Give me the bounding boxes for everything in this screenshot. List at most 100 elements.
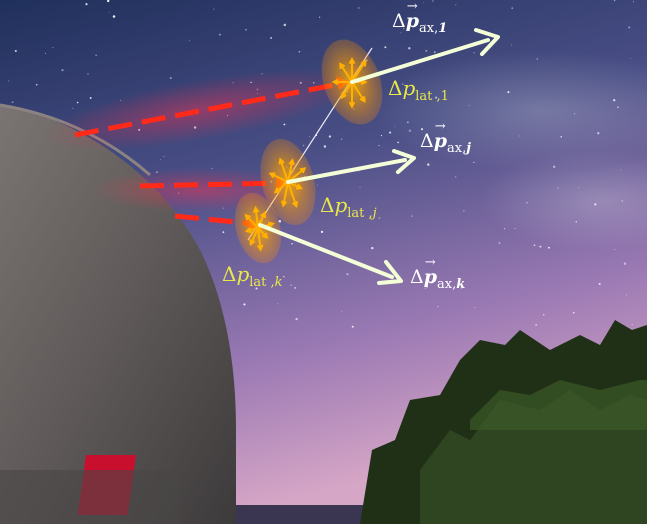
star: [427, 163, 430, 166]
star: [316, 184, 318, 186]
lateral-arrow: [351, 81, 366, 102]
lateral-arrow: [287, 181, 298, 207]
star: [631, 323, 633, 326]
lateral-arrow: [282, 181, 289, 206]
lateral-arrow-head: [256, 244, 264, 252]
star: [328, 135, 332, 138]
star: [380, 134, 383, 137]
star: [535, 323, 538, 326]
star: [507, 91, 510, 94]
star: [389, 131, 392, 134]
star: [384, 46, 387, 49]
star: [573, 312, 575, 314]
star: [371, 246, 374, 250]
star: [52, 46, 54, 49]
star: [594, 203, 597, 206]
star: [222, 231, 225, 234]
star: [614, 249, 616, 250]
star: [613, 99, 616, 102]
lateral-arrow-head: [268, 172, 276, 179]
star: [308, 136, 310, 138]
star: [112, 15, 116, 18]
lateral-arrow-head: [348, 57, 356, 65]
star: [11, 101, 14, 104]
star: [407, 121, 409, 123]
star: [394, 126, 396, 128]
star: [291, 243, 293, 245]
star: [437, 306, 439, 308]
star: [433, 51, 436, 53]
star: [498, 241, 501, 245]
star: [351, 325, 354, 328]
star: [620, 169, 622, 171]
star: [455, 176, 457, 178]
star: [625, 294, 628, 296]
tree-silhouette: [360, 320, 647, 524]
star: [542, 314, 545, 316]
lateral-arrow-head: [267, 221, 275, 228]
lateral-arrow-head: [360, 59, 367, 67]
star: [76, 101, 79, 104]
star: [511, 7, 514, 9]
lateral-arrow-head: [359, 96, 366, 104]
lateral-arrow: [351, 60, 367, 83]
star: [295, 317, 298, 321]
lateral-arrow: [341, 81, 353, 99]
star: [400, 32, 402, 34]
lateral-arrow-head: [291, 201, 299, 209]
lateral-arrow-head: [273, 187, 281, 194]
star: [432, 0, 434, 2]
lateral-arrow-head: [244, 226, 252, 234]
star: [422, 2, 424, 3]
observatory-dome: [0, 103, 236, 524]
star: [408, 47, 411, 50]
label-axial-momentum-1: Δpax,1: [392, 0, 447, 35]
lateral-arrow-head: [299, 167, 307, 174]
star: [621, 200, 623, 202]
star: [411, 215, 413, 217]
star: [623, 262, 627, 265]
star: [632, 1, 634, 3]
star: [302, 144, 305, 147]
star: [630, 58, 632, 60]
label-lateral-momentum-k: Δplat ,k: [222, 262, 283, 290]
star: [346, 272, 349, 276]
star: [468, 105, 470, 107]
star: [536, 58, 538, 60]
lateral-arrow: [279, 159, 289, 183]
lateral-arrow: [270, 172, 289, 183]
star: [163, 156, 165, 157]
star: [473, 161, 475, 164]
star: [598, 282, 601, 285]
star: [474, 307, 476, 308]
axial-arrow-1: [350, 38, 490, 84]
label-axial-momentum-j: Δpax,j: [420, 120, 471, 155]
star: [35, 83, 38, 86]
star: [613, 0, 616, 2]
star: [290, 284, 292, 286]
laser-beam-k: [174, 213, 256, 227]
label-axial-momentum-k: Δpax,k: [410, 256, 465, 291]
star: [298, 50, 301, 53]
star: [434, 96, 438, 99]
lateral-arrow: [257, 227, 268, 239]
star: [575, 221, 578, 223]
star: [397, 141, 399, 144]
star: [560, 135, 562, 138]
star: [547, 246, 550, 249]
star: [424, 24, 427, 27]
star: [213, 8, 215, 10]
star: [510, 44, 513, 46]
star: [553, 165, 556, 168]
label-lateral-momentum-1: Δplat ,1: [388, 76, 449, 104]
laser-beams: [74, 80, 346, 227]
star: [218, 33, 221, 36]
star: [85, 3, 88, 6]
star: [518, 135, 520, 137]
lateral-arrow-head: [331, 78, 339, 86]
label-lateral-momentum-j: Δplat ,j: [320, 193, 377, 221]
lateral-arrow: [274, 181, 289, 193]
lateral-arrow: [249, 227, 259, 245]
lateral-arrow-head: [340, 92, 347, 100]
star: [402, 27, 405, 30]
